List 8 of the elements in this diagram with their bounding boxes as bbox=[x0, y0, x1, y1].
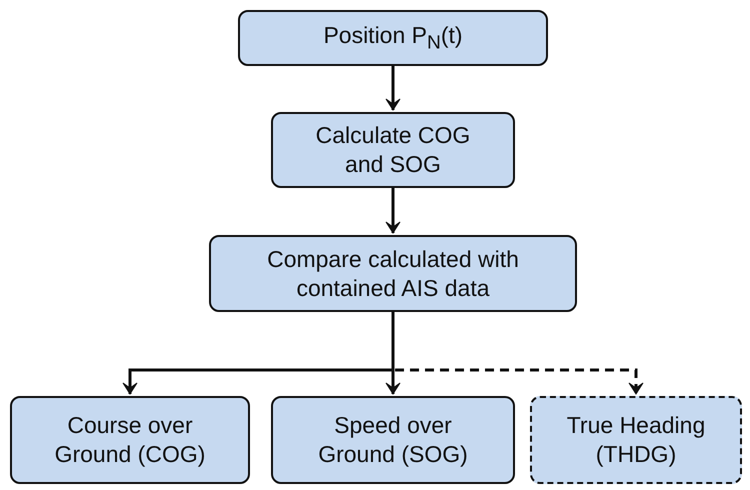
process-box: Calculate COG and SOG bbox=[271, 112, 515, 188]
process-box: True Heading (THDG) bbox=[530, 396, 742, 484]
process-box: Compare calculated with contained AIS data bbox=[209, 235, 577, 312]
arrow bbox=[386, 66, 400, 110]
process-box: Position P$_{N}$(t) bbox=[238, 10, 548, 66]
process-box: Speed over Ground (SOG) bbox=[271, 396, 515, 484]
process-box: Course over Ground (COG) bbox=[10, 396, 250, 484]
arrow bbox=[386, 188, 400, 234]
